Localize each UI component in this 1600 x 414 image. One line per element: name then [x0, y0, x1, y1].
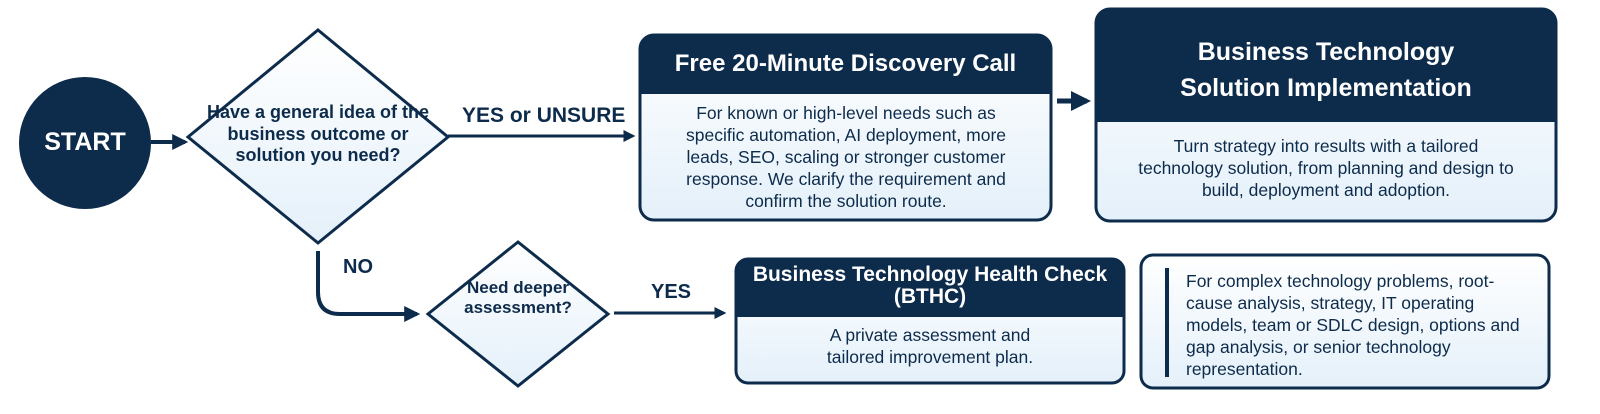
- start-node: [19, 77, 151, 209]
- discovery-call-title: Free 20-Minute Discovery Call: [674, 50, 1017, 77]
- decision-diamond-general-idea: [185, 28, 451, 245]
- decision-diamond-deeper: [425, 240, 611, 388]
- decision-question-deeper: Need deeper assessment?: [464, 278, 572, 317]
- health-check-title: Business Technology Health Check (BTHC): [752, 263, 1108, 308]
- edge-label-yes-or-unsure: YES or UNSURE: [462, 104, 626, 127]
- implementation-header: [1096, 9, 1556, 122]
- edge-label-yes: YES: [651, 281, 692, 303]
- complex-note-body: For complex technology problems, root-ca…: [1186, 271, 1520, 379]
- health-check-body: A private assessment and tailored improv…: [826, 325, 1034, 367]
- health-check-header: [736, 259, 1124, 317]
- implementation-body: Turn strategy into results with a tailor…: [1138, 136, 1514, 200]
- edge-label-no: NO: [343, 256, 373, 278]
- decision-question-general-idea: Have a general idea of the business outc…: [206, 102, 430, 165]
- implementation-title: Business Technology Solution Implementat…: [1180, 38, 1472, 102]
- arrow-no: [316, 251, 421, 322]
- complex-note-box: [1139, 253, 1551, 390]
- discovery-call-header: [640, 35, 1051, 94]
- start-label: START: [44, 128, 126, 156]
- discovery-call-body: For known or high-level needs such as sp…: [685, 103, 1007, 211]
